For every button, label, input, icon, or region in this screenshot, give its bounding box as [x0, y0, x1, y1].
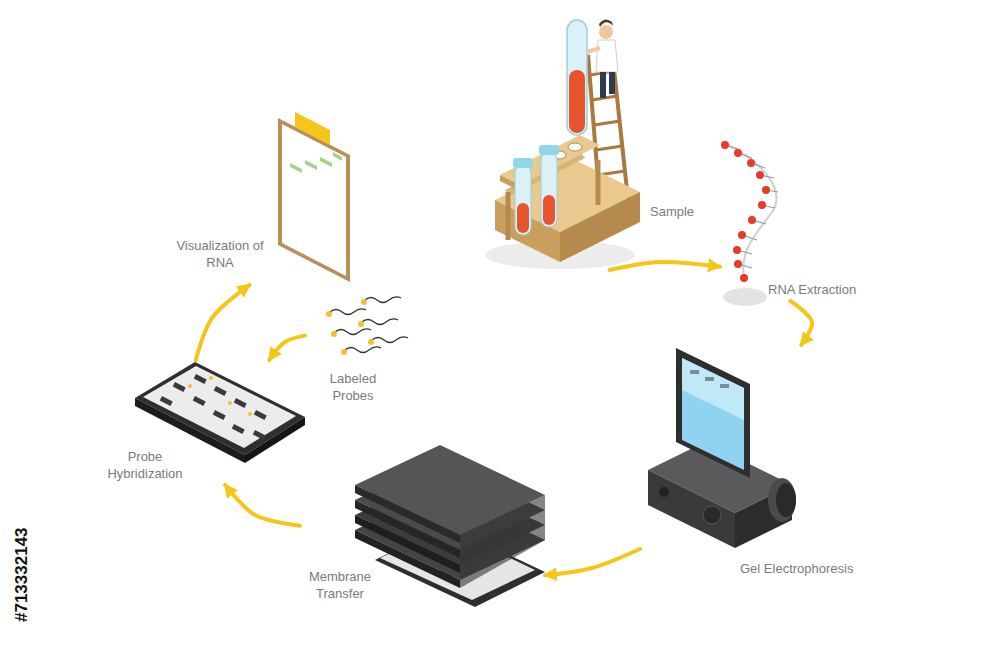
stage-label: Labeled Probes — [317, 370, 389, 404]
flow-arrow — [196, 285, 250, 360]
stage-label: Gel Electrophoresis — [740, 560, 853, 577]
stage-label: RNA Extraction — [768, 281, 856, 298]
flow-arrow — [225, 485, 300, 526]
stage-label: Probe Hybridization — [95, 448, 195, 482]
watermark-id: #713332143 — [12, 527, 32, 622]
sample-illustration — [485, 19, 640, 269]
stage-node: Visualization of RNA — [170, 100, 355, 285]
stage-node: Labeled Probes — [305, 290, 405, 407]
flow-arrow — [269, 336, 305, 360]
flow-arrow — [610, 262, 720, 270]
clipboard — [278, 112, 350, 282]
gel-device — [648, 348, 796, 548]
membrane-stack — [355, 445, 545, 607]
stage-node: Probe Hybridization — [95, 360, 305, 485]
stage-node: RNA Extraction — [720, 130, 880, 301]
stage-node: Membrane Transfer — [300, 440, 545, 605]
probe-labels — [326, 299, 374, 355]
flow-arrow — [790, 301, 812, 345]
flow-arrow — [545, 549, 640, 575]
stage-node: Sample — [490, 85, 700, 270]
rna-strand — [721, 141, 778, 306]
stage-label: Visualization of RNA — [170, 237, 270, 271]
labeled-probes — [330, 297, 408, 353]
stage-label: Sample — [650, 203, 694, 220]
stage-node: Gel Electrophoresis — [640, 345, 900, 585]
hybridization-tablet — [135, 362, 305, 463]
stage-label: Membrane Transfer — [300, 568, 380, 602]
